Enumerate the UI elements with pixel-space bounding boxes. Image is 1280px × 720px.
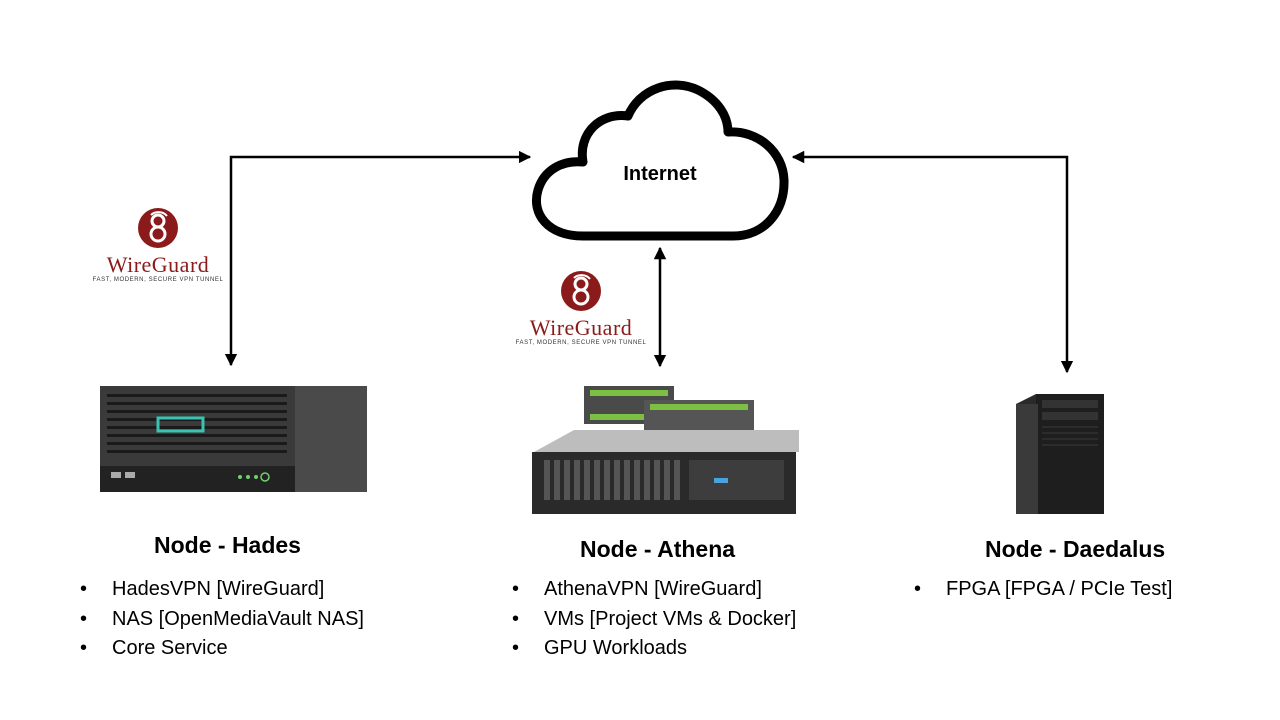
list-item: NAS [OpenMediaVault NAS] [80, 605, 364, 635]
wireguard-tagline: FAST, MODERN, SECURE VPN TUNNEL [92, 277, 224, 283]
wireguard-logo: WireGuard FAST, MODERN, SECURE VPN TUNNE… [514, 270, 648, 347]
hades-link-arrow [224, 150, 532, 367]
wireguard-dragon-icon [138, 208, 178, 248]
wireguard-tagline: FAST, MODERN, SECURE VPN TUNNEL [515, 340, 647, 346]
athena-server-icon [532, 386, 799, 514]
list-item: Core Service [80, 634, 364, 664]
hades-server-icon [100, 386, 367, 492]
node-title-hades: Node - Hades [154, 532, 301, 558]
node-title-athena: Node - Athena [580, 536, 736, 562]
daedalus-service-list: FPGA [FPGA / PCIe Test] [914, 575, 1172, 605]
list-item: AthenaVPN [WireGuard] [512, 575, 796, 605]
list-item: GPU Workloads [512, 634, 796, 664]
node-title-daedalus: Node - Daedalus [985, 536, 1166, 562]
list-item: VMs [Project VMs & Docker] [512, 605, 796, 635]
list-item: HadesVPN [WireGuard] [80, 575, 364, 605]
wireguard-logo: WireGuard FAST, MODERN, SECURE VPN TUNNE… [92, 207, 224, 284]
internet-label: Internet [623, 163, 697, 185]
daedalus-tower-icon [1016, 394, 1104, 514]
list-item: FPGA [FPGA / PCIe Test] [914, 575, 1172, 605]
hades-service-list: HadesVPN [WireGuard] NAS [OpenMediaVault… [80, 575, 364, 664]
athena-service-list: AthenaVPN [WireGuard] VMs [Project VMs &… [512, 575, 796, 664]
wireguard-wordmark: WireGuard [529, 315, 633, 340]
daedalus-link-arrow [791, 150, 1074, 374]
wireguard-wordmark: WireGuard [106, 252, 210, 277]
wireguard-dragon-icon [561, 271, 601, 311]
internet-cloud-icon [532, 80, 789, 241]
